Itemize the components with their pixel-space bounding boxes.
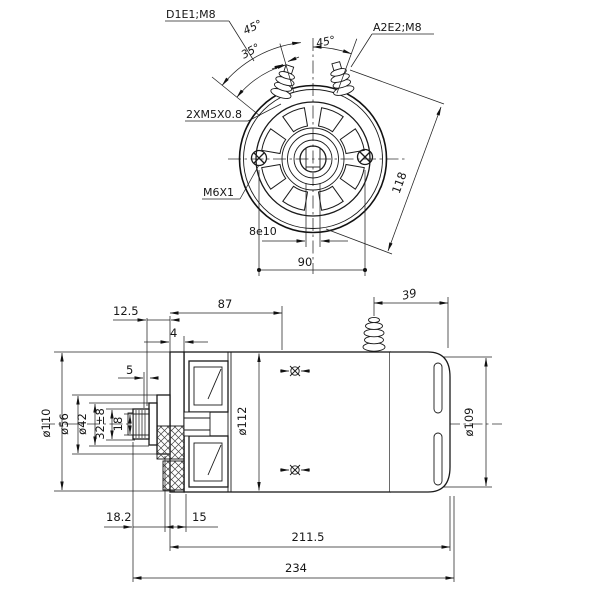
angle-outer-value: 45° — [241, 17, 264, 37]
terminal-stud-right — [330, 61, 355, 96]
flange-thickness-value: 4 — [170, 326, 177, 340]
dim-bolt-span: 90 — [257, 170, 367, 276]
terminal-left-text: D1E1;M8 — [166, 8, 216, 21]
dim-shaft-protrusion: 18.2 — [104, 442, 166, 582]
dim-terminal-offset: 39 — [373, 286, 449, 348]
through-bolt-right — [356, 148, 374, 166]
vent-slot — [282, 185, 309, 211]
step-value: 5 — [126, 363, 133, 377]
vent-slot — [339, 128, 365, 155]
keyway-spec-text: 8e10 — [249, 225, 277, 238]
motor-housing-circles — [238, 84, 388, 234]
vent-slot — [282, 107, 309, 133]
pilot-dia-value: ø56 — [57, 413, 71, 435]
dim-front-section: 87 — [169, 297, 283, 350]
dim-shaft-offset: 12.5 — [113, 304, 180, 406]
shaft-offset-value: 12.5 — [113, 304, 139, 318]
dim-flange-thickness: 4 — [144, 326, 208, 352]
front-view: 45° 35° 45° D1E1;M8 A2E2;M8 2XM5X0.8 M6X… — [165, 8, 445, 276]
vent-slot-bottom — [433, 432, 443, 486]
boss-dia-value: ø42 — [75, 413, 89, 435]
dim-step: 5 — [118, 363, 159, 408]
label-thread-spec: 2XM5X0.8 — [185, 103, 282, 122]
vent-slot — [317, 185, 344, 211]
body-length-value: 211.5 — [292, 530, 325, 544]
diagonal-value: 118 — [389, 170, 410, 195]
terminal-offset-value: 39 — [401, 286, 418, 303]
vent-slot-top — [433, 362, 443, 414]
orientation-mark-icon-top — [280, 365, 310, 377]
dim-total-length: 234 — [132, 496, 455, 582]
shaft-dia-value: 18 — [111, 417, 125, 432]
angle-right-value: 45° — [315, 33, 337, 50]
bolt-span-value: 90 — [298, 255, 313, 269]
vent-slot — [339, 163, 365, 190]
dim-cap-dia: ø109 — [444, 356, 492, 488]
dim-shaft-section: 32±8 — [93, 408, 135, 441]
dim-pilot-dia: ø56 — [57, 394, 157, 455]
front-section-value: 87 — [218, 297, 233, 311]
terminal-stud-side — [362, 316, 386, 352]
shaft-keyway — [305, 148, 321, 170]
bearing-hub — [183, 411, 211, 437]
vent-slot — [317, 107, 344, 133]
vent-slot — [261, 128, 287, 155]
through-bolt-left — [250, 149, 268, 167]
dim-keyway: 8e10 — [249, 183, 348, 247]
front-view-centerlines — [228, 38, 408, 274]
angle-dimensions: 45° 35° 45° — [211, 17, 358, 117]
dim-body-length: 211.5 — [169, 494, 451, 551]
brush-window-top — [188, 360, 229, 413]
cap-dia-value: ø109 — [462, 408, 476, 437]
dim-pilot-depth: 15 — [164, 494, 218, 532]
terminal-right-text: A2E2;M8 — [373, 21, 422, 34]
shaft-step — [148, 402, 158, 446]
body-dia-value: ø112 — [235, 407, 249, 436]
label-terminal-left: D1E1;M8 — [165, 8, 255, 62]
end-shield-vent-slots — [261, 107, 365, 211]
label-screw-spec: M6X1 — [202, 164, 260, 200]
orientation-mark-icon-bottom — [280, 464, 310, 476]
thread-spec-text: 2XM5X0.8 — [186, 108, 242, 121]
shaft-section-value: 32±8 — [93, 408, 107, 440]
dim-body-dia: ø112 — [235, 353, 261, 491]
angle-mid-value: 35° — [239, 41, 262, 62]
total-length-value: 234 — [285, 561, 307, 575]
vent-slot — [261, 163, 287, 190]
dim-shaft-dia: 18 — [111, 413, 135, 436]
screw-spec-text: M6X1 — [203, 186, 234, 199]
output-shaft — [127, 408, 150, 440]
side-view: 12.5 87 4 5 ø110 — [39, 286, 502, 582]
label-terminal-right: A2E2;M8 — [350, 21, 434, 68]
dim-boss-dia: ø42 — [75, 402, 149, 447]
shaft-protrusion-value: 18.2 — [106, 510, 132, 524]
dim-flange-dia: ø110 — [39, 351, 175, 492]
flange-dia-value: ø110 — [39, 409, 53, 438]
brush-window-bottom — [188, 435, 229, 488]
pilot-depth-value: 15 — [192, 510, 207, 524]
bearing-section-hatch — [156, 411, 211, 491]
